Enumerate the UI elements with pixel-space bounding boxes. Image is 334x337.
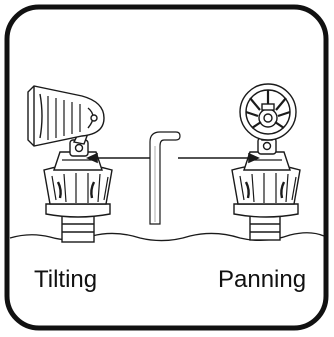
caption-tilting: Tilting xyxy=(34,266,97,293)
spotlight-tilting-icon xyxy=(27,85,113,243)
spotlight-panning-icon xyxy=(231,83,301,241)
caption-panning: Panning xyxy=(218,266,306,293)
hex-key-icon xyxy=(149,131,181,225)
diagram-frame xyxy=(4,4,329,331)
ground-line xyxy=(9,232,325,242)
arrow-icon xyxy=(86,152,260,164)
